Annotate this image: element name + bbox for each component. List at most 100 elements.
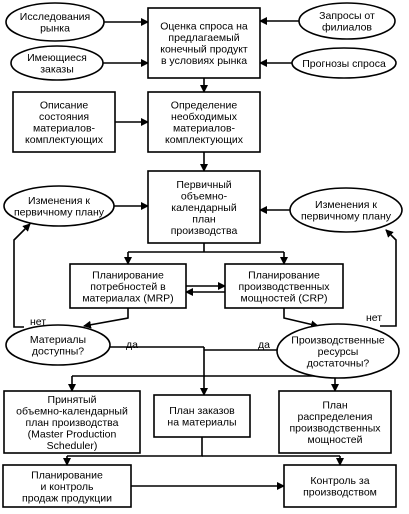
node-demand-estimate-line-2: конечный продукт (160, 44, 248, 56)
node-materials-needed-shape (147, 91, 261, 153)
node-mrp-line-0: Планирование (92, 269, 164, 281)
node-sales-planning-line-1: и контроль (41, 481, 95, 493)
node-changes-right-line-0: Изменения к (315, 199, 377, 211)
node-primary-plan-line-4: производства (171, 225, 238, 237)
node-market-research-line-1: рынка (40, 23, 70, 35)
node-materials-needed-line-3: комплектующих (165, 134, 244, 146)
edge-labels: нет да нет да (30, 312, 382, 351)
node-materials-state-line-1: состояния (39, 111, 89, 123)
node-capacity-plan-line-1: распределения (298, 411, 373, 423)
node-materials-state-line-3: комплектующих (25, 134, 104, 146)
node-mps-line-0: Принятый (48, 394, 97, 406)
node-market-research-shape (5, 2, 105, 42)
node-changes-left-line-0: Изменения к (28, 195, 90, 207)
node-changes-left-shape (3, 185, 115, 227)
node-demand-estimate-line-3: в условиях рынка (161, 55, 247, 67)
node-primary-plan-line-1: объемно- (181, 190, 228, 202)
node-demand-forecasts: Прогнозы спроса (291, 47, 397, 79)
node-sales-planning-shape (2, 464, 132, 508)
node-materials-available-line-1: доступны? (32, 346, 84, 358)
node-crp-shape (224, 263, 344, 309)
node-material-orders-line-0: План заказов (169, 405, 235, 417)
node-mps-line-2: план производства (26, 417, 119, 429)
node-mps-line-4: Scheduler) (47, 440, 98, 452)
node-branch-requests-shape (298, 2, 396, 40)
node-material-orders-line-1: на материалы (167, 417, 236, 429)
node-materials-needed-line-2: материалов- (173, 123, 236, 135)
edge-label-no-right: нет (366, 312, 382, 324)
node-materials-needed-line-1: необходимых (171, 111, 238, 123)
node-existing-orders-shape (10, 45, 104, 81)
node-primary-plan-shape (147, 170, 261, 244)
node-mrp-shape (69, 263, 187, 309)
node-production-control-line-1: производством (303, 487, 377, 499)
node-capacity-plan-shape (278, 390, 392, 454)
node-materials-state-line-2: материалов- (33, 123, 96, 135)
node-mps-line-1: объемно-календарный (16, 405, 128, 417)
node-changes-right-line-1: первичному плану (301, 211, 392, 223)
node-demand-forecasts-line-0: Прогнозы спроса (302, 58, 386, 70)
node-crp-line-1: производственных (239, 281, 331, 293)
node-crp-line-0: Планирование (248, 269, 320, 281)
node-branch-requests-line-0: Запросы от (319, 10, 375, 22)
node-materials-needed: Определениенеобходимыхматериалов-комплек… (147, 91, 261, 153)
node-primary-plan-line-3: план (192, 213, 216, 225)
edge-14 (83, 308, 129, 329)
edge-9 (128, 243, 284, 253)
node-resources-enough-shape (276, 323, 400, 379)
node-capacity-plan-line-2: производственных (290, 423, 382, 435)
node-primary-plan-line-2: календарный (171, 202, 237, 214)
node-materials-available-shape (5, 324, 111, 366)
edge-label-yes-left: да (126, 339, 138, 351)
node-mps-shape (3, 390, 141, 454)
node-materials-state-shape (12, 91, 116, 153)
node-capacity-plan-line-3: мощностей (308, 434, 363, 446)
node-primary-plan: Первичныйобъемно-календарныйпланпроизвод… (147, 170, 261, 244)
node-material-orders-shape (153, 394, 251, 438)
node-demand-estimate-line-1: предлагаемый (168, 32, 239, 44)
edge-17 (380, 229, 397, 327)
node-existing-orders-line-1: заказы (40, 64, 74, 76)
node-materials-needed-line-0: Определение (171, 100, 238, 112)
node-branch-requests-line-1: филиалов (322, 22, 372, 34)
node-sales-planning-line-0: Планирование (31, 469, 103, 481)
node-production-control-shape (283, 464, 397, 508)
node-materials-state-line-0: Описание (40, 100, 88, 112)
node-resources-enough-line-1: ресурсы (318, 346, 359, 358)
edge-15 (283, 308, 319, 329)
node-market-research-line-0: Исследования (20, 11, 90, 23)
node-demand-estimate-line-0: Оценка спроса на (160, 21, 248, 33)
edge-16 (13, 223, 31, 328)
node-capacity-plan-line-0: План (322, 400, 348, 412)
node-demand-estimate-shape (147, 7, 261, 79)
node-resources-enough-line-0: Производственные (291, 334, 385, 346)
node-materials-available-line-0: Материалы (30, 334, 86, 346)
node-changes-left-line-1: первичному плану (14, 207, 105, 219)
node-primary-plan-line-0: Первичный (176, 179, 231, 191)
node-existing-orders-line-0: Имеющиеся (27, 52, 87, 64)
node-capacity-plan: Планраспределенияпроизводственныхмощност… (278, 390, 392, 454)
node-production-control-line-0: Контроль за (310, 475, 369, 487)
node-mrp-line-2: материалах (MRP) (82, 292, 173, 304)
node-materials-state: Описаниесостоянияматериалов-комплектующи… (12, 91, 116, 153)
node-changes-right-shape (289, 187, 403, 233)
node-mps-line-3: (Master Production (28, 428, 117, 440)
node-mrp-line-1: потребностей в (90, 281, 166, 293)
